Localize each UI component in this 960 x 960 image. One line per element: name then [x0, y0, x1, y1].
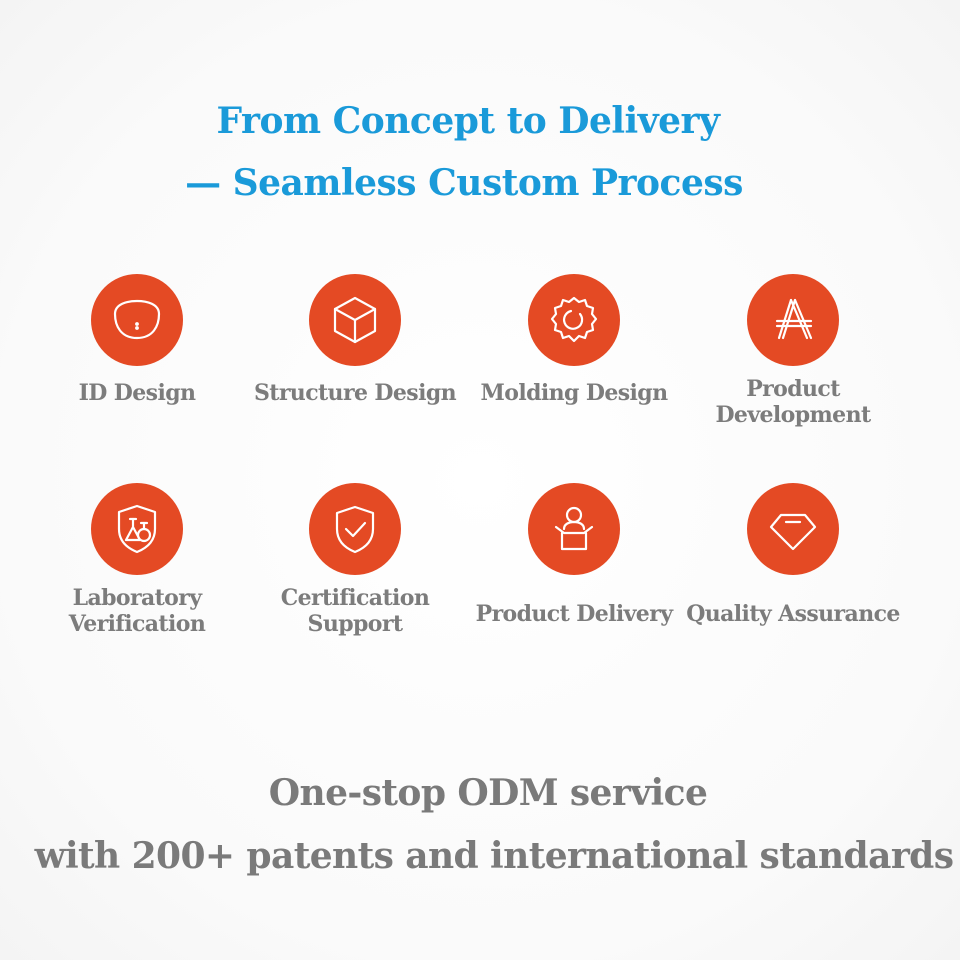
step-molding-design: Molding Design [464, 274, 684, 406]
step-product-development-label-line2: Development [715, 402, 871, 428]
page-title-line1: From Concept to Delivery [216, 100, 720, 142]
shield-flask-icon [117, 504, 157, 554]
step-structure-design-circle [309, 274, 401, 366]
cube-icon [333, 296, 377, 344]
shield-check-icon [335, 505, 375, 554]
step-structure-design-label: Structure Design [253, 380, 457, 406]
step-certification-support: Certification Support [245, 483, 465, 637]
step-quality-assurance: Quality Assurance [683, 483, 903, 627]
step-structure-design: Structure Design [245, 274, 465, 406]
step-product-development-circle [747, 274, 839, 366]
step-quality-assurance-label: Quality Assurance [686, 601, 900, 627]
step-certification-support-label-line1: Certification [280, 585, 430, 611]
step-laboratory-verification: Laboratory Verification [27, 483, 247, 637]
step-molding-design-circle [528, 274, 620, 366]
step-laboratory-verification-circle [91, 483, 183, 575]
step-certification-support-label-line2: Support [307, 611, 403, 637]
step-product-development-label-line1: Product [746, 376, 840, 402]
footer-line1: One-stop ODM service [268, 772, 708, 814]
step-laboratory-verification-label-line2: Verification [68, 611, 206, 637]
step-laboratory-verification-label: Laboratory Verification [27, 585, 247, 637]
step-id-design-circle [91, 274, 183, 366]
step-product-delivery: Product Delivery [464, 483, 684, 627]
drafting-compass-icon [775, 298, 813, 340]
step-id-design-label: ID Design [78, 380, 196, 406]
footer-line2: with 200+ patents and international stan… [34, 835, 954, 877]
step-certification-support-circle [309, 483, 401, 575]
step-molding-design-label: Molding Design [480, 380, 669, 406]
shell-outline-icon [113, 299, 161, 340]
step-product-development-label: Product Development [683, 376, 903, 428]
step-product-delivery-circle [528, 483, 620, 575]
page-title-line2: — Seamless Custom Process [185, 162, 743, 204]
step-product-delivery-label: Product Delivery [475, 601, 673, 627]
person-box-icon [554, 506, 594, 551]
step-id-design: ID Design [27, 274, 247, 406]
step-product-development: Product Development [683, 274, 903, 428]
step-quality-assurance-circle [747, 483, 839, 575]
gear-icon [550, 296, 598, 343]
step-certification-support-label: Certification Support [245, 585, 465, 637]
step-laboratory-verification-label-line1: Laboratory [72, 585, 202, 611]
diamond-icon [769, 513, 817, 551]
